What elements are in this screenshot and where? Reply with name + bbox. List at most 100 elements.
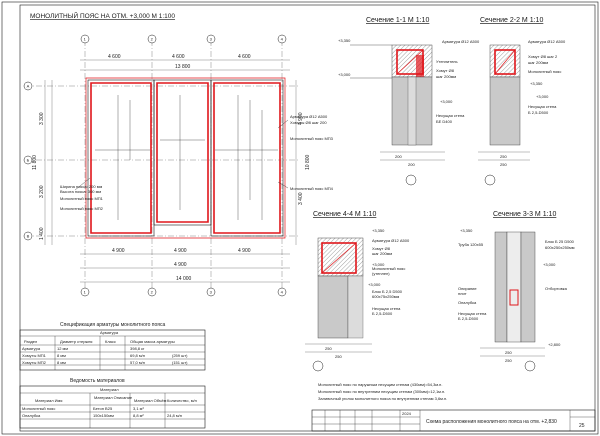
elevation-mark: +3,000 xyxy=(368,282,381,287)
elevation-mark: +3,000 xyxy=(543,262,556,267)
dim-text: 250 xyxy=(335,354,342,359)
section-note: Б 2,5-D500 xyxy=(528,110,549,115)
general-notes: Монолитный пояс по наружным несущим стен… xyxy=(318,382,447,401)
dim-text: 250 xyxy=(505,358,512,363)
section-note: 600x75x250мм xyxy=(372,294,400,299)
section-note: (утеплен) xyxy=(372,271,390,276)
section-note: Труба 120х55 xyxy=(458,242,484,247)
leader-text: Хомуты Ø8 шаг 200 xyxy=(290,120,327,125)
dim-text: 3 400 xyxy=(298,192,304,205)
spec-cell: 57,0 м/п xyxy=(130,360,145,365)
dim-text: 4 600 xyxy=(108,54,121,60)
spec-cell: 8 мм xyxy=(57,353,66,358)
leader-text: Монолитный пояс МП2 xyxy=(60,206,104,211)
section-2-2: Сечение 2-2 М 1:10 250 250 +3,350 +3,000… xyxy=(478,17,566,186)
spec-cell: 12 мм xyxy=(57,346,68,351)
top-dimensions: 4 600 4 600 4 600 13 800 xyxy=(80,54,290,71)
section-note: Хомут Ø8 xyxy=(372,246,391,251)
elevation-mark: +3,350 xyxy=(460,228,473,233)
sheet-number: 25 xyxy=(579,423,585,429)
axis-label: В xyxy=(27,234,30,239)
section-note: Несущая стена xyxy=(458,311,487,316)
section-note: Хомут Ø8 xyxy=(436,68,455,73)
section-note: БЕ D400 xyxy=(436,119,453,124)
elevation-mark: +2,800 xyxy=(548,342,561,347)
plan-leader-labels: Ширина пояса: 200 мм Высота пояса: 300 м… xyxy=(60,114,334,211)
section-3-3: Сечение 3-3 М 1:10 250 250 +3,350 +3,000… xyxy=(458,211,575,372)
elevation-mark: +3,000 xyxy=(440,99,453,104)
spec-header: Общая масса арматуры xyxy=(130,339,175,344)
materials-cell: Опалубка xyxy=(22,413,41,418)
spec-cell: 8 мм xyxy=(57,360,66,365)
plan-walls xyxy=(85,77,286,239)
elevation-mark: +3,000 xyxy=(372,262,385,267)
title-block: 2024 Схема расположения монолитного пояс… xyxy=(311,409,596,432)
section-1-1: Сечение 1-1 М 1:10 200 200 +3,350 +3,000… xyxy=(338,17,480,186)
leader-text: Арматура Ø12 А500 xyxy=(290,114,328,119)
note-line: Монолитный пояс по наружным несущим стен… xyxy=(318,382,442,387)
leader-text: Монолитный пояс МП1 xyxy=(60,196,104,201)
section-note: шаг 200мм xyxy=(436,74,456,79)
dim-text: 3 300 xyxy=(39,112,45,125)
axis-label: А xyxy=(27,84,30,89)
dim-text: 4 900 xyxy=(112,248,125,254)
plan-view: МОНОЛИТНЫЙ ПОЯС НА ОТМ. +3,000 М 1:100 1… xyxy=(23,11,334,297)
spec-group: Арматура xyxy=(100,330,119,335)
title-date: 2024 xyxy=(402,411,412,416)
spec-cell: Хомуты МП1 xyxy=(22,353,47,358)
section-note: Хомут Ø8 шаг 2 xyxy=(528,54,558,59)
leader-text: Монолитный пояс МП3 xyxy=(290,136,334,141)
section-note: Блок Б 25 D500 xyxy=(545,239,575,244)
spec-cell: Арматура xyxy=(22,346,41,351)
spec-header: Раздел xyxy=(24,339,38,344)
section-4-4: Сечение 4-4 М 1:10 250 250 +3,350 +3,000… xyxy=(305,211,410,372)
axis-label: 2 xyxy=(151,37,154,42)
materials-cell: Бетон B25 xyxy=(93,406,113,411)
materials-cell: 8,8 м² xyxy=(133,413,144,418)
spec-cell: (151 шт) xyxy=(172,360,188,365)
section-note: Несущая стена xyxy=(436,113,465,118)
materials-header: Количество, м/п xyxy=(167,398,197,403)
dim-text: 200 xyxy=(395,154,402,159)
dim-text: 4 900 xyxy=(298,112,304,125)
leader-text: Ширина пояса: 200 мм xyxy=(60,184,102,189)
section-note: шаг 200мм xyxy=(528,60,548,65)
spec-header: Класс xyxy=(105,339,116,344)
section-note: Б 2,5-D500 xyxy=(458,316,479,321)
dim-text: 4 600 xyxy=(238,54,251,60)
dim-text: 4 900 xyxy=(174,248,187,254)
materials-cell: 24,8 м/п xyxy=(167,413,182,418)
axis-label: 1 xyxy=(84,37,87,42)
spec-cell: (259 шт) xyxy=(172,353,188,358)
dim-text: 250 xyxy=(500,154,507,159)
materials-header: Материал Описание xyxy=(94,395,133,400)
section-title: Сечение 1-1 М 1:10 xyxy=(366,17,429,24)
right-dimensions: 4 900 3 400 10 800 xyxy=(295,80,311,245)
section-note: Отбортовка xyxy=(545,286,568,291)
elevation-mark: +3,000 xyxy=(536,94,549,99)
section-note: Арматура Ø12 А500 xyxy=(442,39,480,44)
materials-cell: 3,1 м³ xyxy=(133,406,144,411)
elevation-mark: +3,350 xyxy=(372,228,385,233)
section-note: Арматура Ø12 А500 xyxy=(372,238,410,243)
axis-label: 3 xyxy=(210,37,213,42)
note-line: Заливочный уголок монолитного пояса по в… xyxy=(318,396,447,401)
dim-text: 13 800 xyxy=(175,64,191,70)
axis-label: 4 xyxy=(281,37,284,42)
materials-group: Материал xyxy=(100,387,119,392)
spec-cell: Хомуты МП2 xyxy=(22,360,47,365)
axis-label: Б xyxy=(27,158,30,163)
section-note: Монолитный пояс xyxy=(528,69,561,74)
dim-text: 250 xyxy=(505,350,512,355)
sheet-inner-frame xyxy=(19,4,596,432)
leader-text: Монолитный пояс МП4 xyxy=(290,186,334,191)
dim-text: 250 xyxy=(325,346,332,351)
axis-bubbles-left: А Б В xyxy=(23,81,300,241)
leader-text: Высота пояса: 300 мм xyxy=(60,189,101,194)
spec-cell: 398,8 кг xyxy=(130,346,145,351)
spec-title: Спецификация арматуры монолитного пояса xyxy=(60,322,165,328)
dim-text: 250 xyxy=(500,162,507,167)
section-note: Б 2,5-D500 xyxy=(372,311,393,316)
